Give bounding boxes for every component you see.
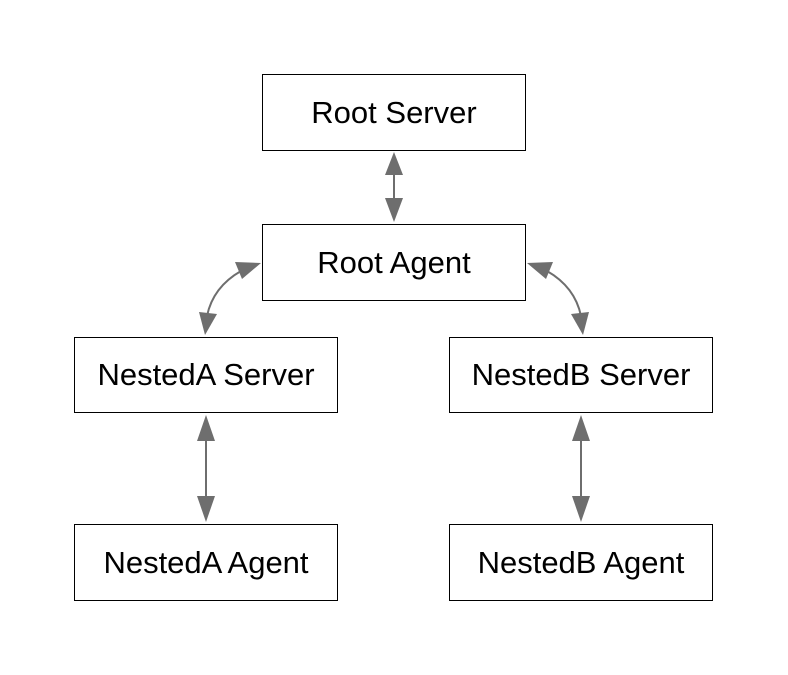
arrowhead-to-nested-b-server [571, 312, 589, 335]
nested-b-agent-label: NestedB Agent [477, 544, 685, 580]
nested-b-server-label: NestedB Server [471, 357, 691, 392]
arrowhead-to-root-agent [527, 262, 553, 279]
connector-curve [206, 270, 242, 317]
nested-b-server-node: NestedB Server [449, 337, 713, 413]
arrowhead-down [197, 496, 215, 522]
nested-a-agent-label: NestedA Agent [103, 544, 309, 580]
arrowhead-down [385, 198, 403, 222]
root-agent-label: Root Agent [317, 244, 471, 280]
nested-a-server-label: NestedA Server [97, 357, 315, 392]
connector-nested-b-server-nested-b-agent [572, 415, 590, 522]
arrowhead-to-root-agent [235, 262, 261, 279]
nested-a-server-node: NestedA Server [74, 337, 338, 413]
arrowhead-up [197, 415, 215, 441]
arrowhead-up [385, 152, 403, 175]
arrowhead-down [572, 496, 590, 522]
root-server-node: Root Server [262, 74, 526, 151]
arrowhead-up [572, 415, 590, 441]
connector-root-server-root-agent [385, 152, 403, 222]
connector-curve [546, 270, 582, 317]
connector-root-agent-nested-a-server [199, 262, 261, 335]
nested-b-agent-node: NestedB Agent [449, 524, 713, 601]
connector-nested-a-server-nested-a-agent [197, 415, 215, 522]
connector-root-agent-nested-b-server [527, 262, 589, 335]
nested-a-agent-node: NestedA Agent [74, 524, 338, 601]
arrowhead-to-nested-a-server [199, 312, 217, 335]
root-server-label: Root Server [311, 94, 477, 130]
root-agent-node: Root Agent [262, 224, 526, 301]
